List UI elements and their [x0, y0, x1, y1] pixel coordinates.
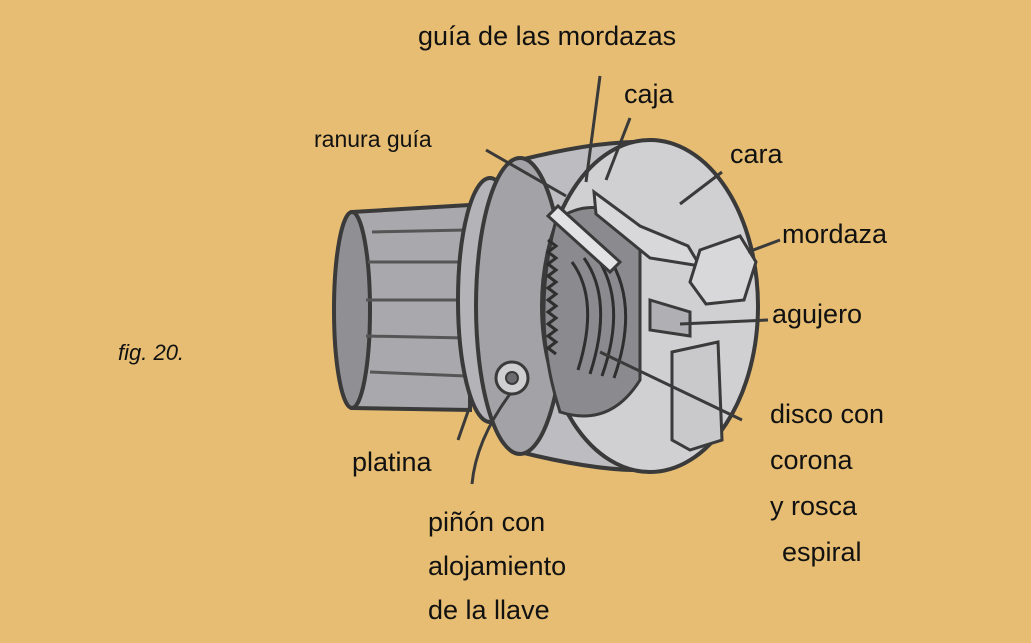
label-disco-line3: y rosca — [770, 491, 858, 521]
hub-cylinder — [332, 202, 472, 413]
leader-lines — [456, 75, 781, 485]
label-pinon-line1: piñón con — [428, 507, 546, 537]
label-agujero: agujero — [772, 299, 863, 329]
label-cara: cara — [730, 139, 783, 169]
label-disco-line1: disco con — [770, 399, 885, 429]
label-ranura-guia: ranura guía — [314, 126, 432, 152]
label-guia-mordazas: guía de las mordazas — [418, 21, 677, 51]
chuck-face — [494, 138, 760, 474]
label-caja: caja — [624, 79, 674, 109]
label-pinon-line2: alojamiento — [428, 551, 567, 581]
label-disco-line4: espiral — [782, 537, 862, 567]
label-platina: platina — [352, 447, 432, 477]
label-pinon-line3: de la llave — [428, 595, 550, 625]
label-mordaza: mordaza — [782, 219, 888, 249]
label-disco-line2: corona — [770, 445, 853, 475]
figure-label: fig. 20. — [118, 340, 185, 365]
